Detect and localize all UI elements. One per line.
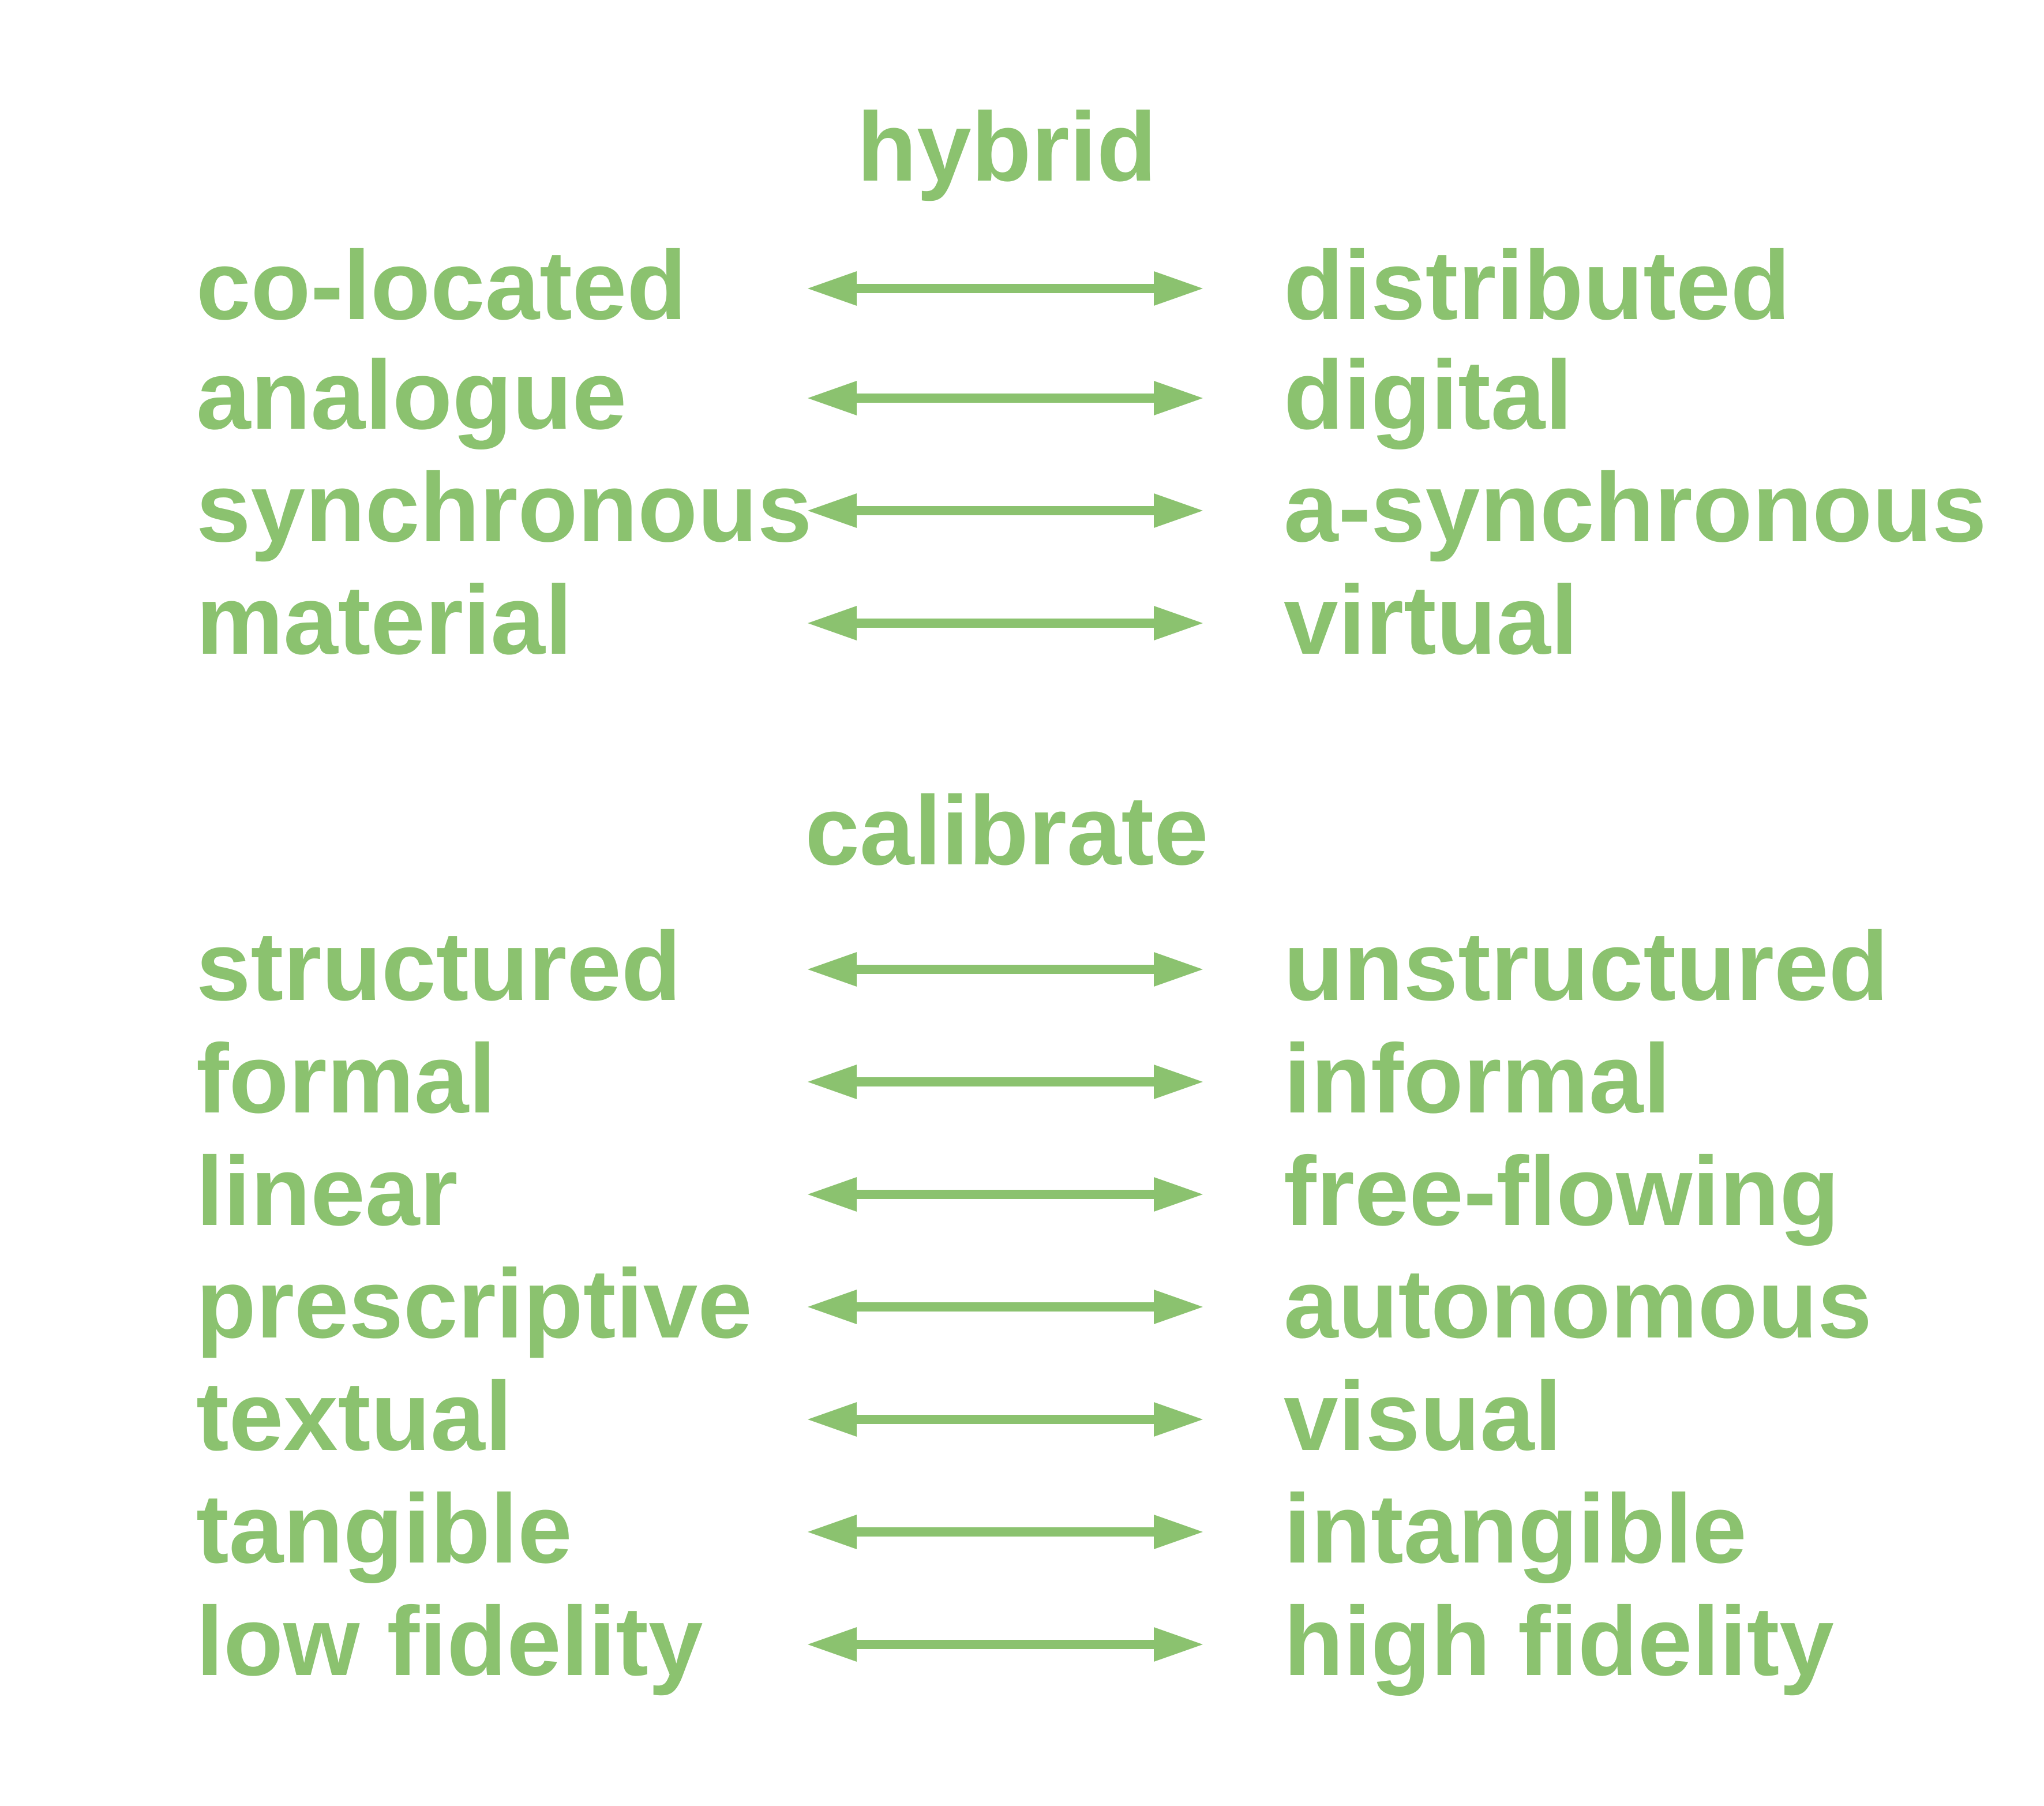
right-term: digital xyxy=(1284,340,1573,450)
left-term: textual xyxy=(196,1362,512,1471)
double-headed-arrow-icon xyxy=(808,1402,1203,1437)
double-headed-arrow-icon xyxy=(808,1177,1203,1212)
left-term: low fidelity xyxy=(196,1587,703,1696)
double-headed-arrow-icon xyxy=(808,952,1203,987)
section-heading: calibrate xyxy=(805,776,1209,886)
left-term: prescriptive xyxy=(196,1249,752,1359)
double-headed-arrow-icon xyxy=(808,1065,1203,1099)
right-term: informal xyxy=(1284,1024,1671,1134)
left-term: tangible xyxy=(196,1474,572,1584)
right-term: visual xyxy=(1284,1362,1562,1471)
right-term: free-flowing xyxy=(1284,1137,1840,1246)
left-term: analogue xyxy=(196,340,627,450)
double-headed-arrow-icon xyxy=(808,271,1203,306)
double-headed-arrow-icon xyxy=(808,1627,1203,1662)
right-term: intangible xyxy=(1284,1474,1747,1584)
right-term: virtual xyxy=(1284,565,1578,675)
double-headed-arrow-icon xyxy=(808,606,1203,640)
left-term: linear xyxy=(196,1137,458,1246)
left-term: structured xyxy=(196,912,681,1021)
right-term: high fidelity xyxy=(1284,1587,1834,1696)
right-term: a-synchronous xyxy=(1284,453,1987,563)
left-term: material xyxy=(196,565,573,675)
right-term: distributed xyxy=(1284,231,1791,340)
right-term: unstructured xyxy=(1284,912,1889,1021)
double-headed-arrow-icon xyxy=(808,1515,1203,1549)
right-term: autonomous xyxy=(1284,1249,1872,1359)
double-headed-arrow-icon xyxy=(808,381,1203,415)
left-term: formal xyxy=(196,1024,496,1134)
section-heading: hybrid xyxy=(857,92,1157,202)
left-term: co-located xyxy=(196,231,687,340)
left-term: synchronous xyxy=(196,453,812,563)
double-headed-arrow-icon xyxy=(808,1290,1203,1324)
double-headed-arrow-icon xyxy=(808,493,1203,528)
